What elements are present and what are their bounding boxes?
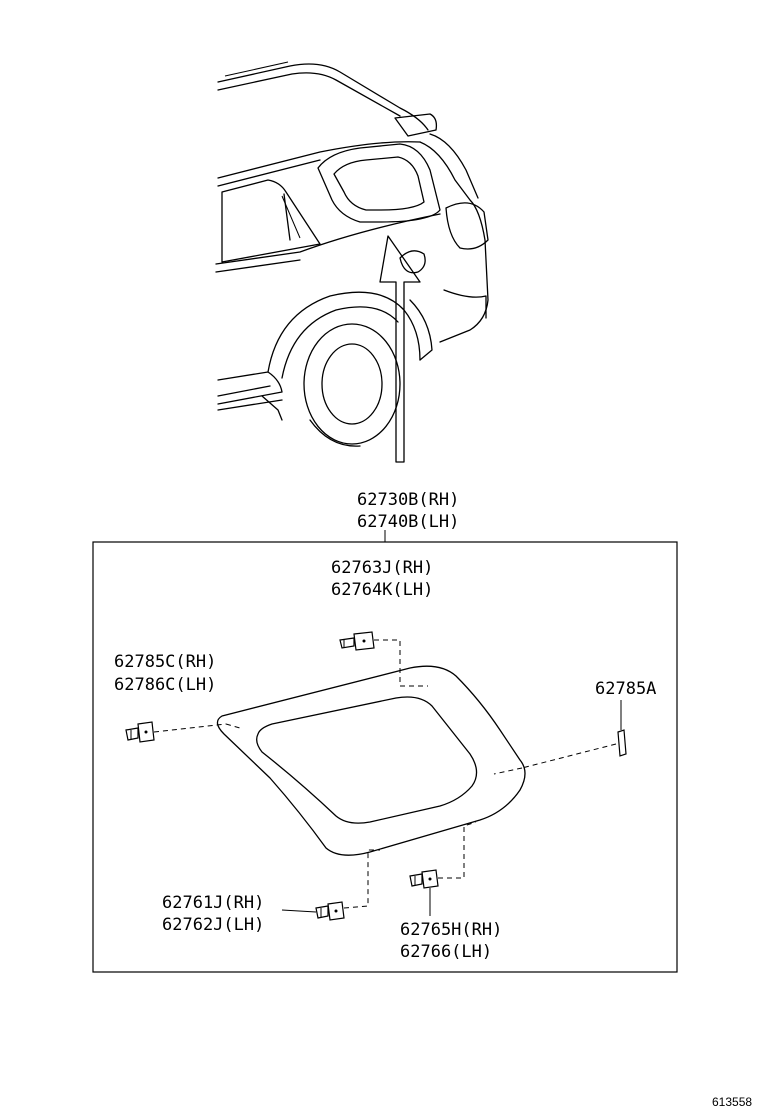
- parts-box: [92, 541, 678, 973]
- top-clip-lh-label: 62764K(LH): [331, 580, 433, 600]
- bottom-right-clip-lh-label: 62766(LH): [400, 942, 492, 962]
- vehicle-illustration: [215, 61, 489, 463]
- top-clip-rh-label: 62763J(RH): [331, 558, 433, 578]
- bottom-right-clip-part: [409, 869, 439, 889]
- quarter-window-panel: [216, 665, 526, 856]
- bottom-left-clip-rh-label: 62761J(RH): [162, 893, 264, 913]
- left-clip-part: [125, 721, 155, 743]
- bottom-right-clip-rh-label: 62765H(RH): [400, 920, 502, 940]
- left-clip-rh-label: 62785C(RH): [114, 652, 216, 672]
- right-clip-part: [617, 700, 627, 757]
- bottom-left-clip-lh-label: 62762J(LH): [162, 915, 264, 935]
- top-clip-part: [339, 631, 375, 651]
- panel-rh-label: 62730B(RH): [357, 490, 459, 510]
- left-clip-lh-label: 62786C(LH): [114, 675, 216, 695]
- right-clip-label: 62785A: [595, 679, 656, 699]
- panel-lh-label: 62740B(LH): [357, 512, 459, 532]
- figure-reference-number: 613558: [712, 1095, 752, 1109]
- bottom-left-clip-part: [315, 901, 345, 921]
